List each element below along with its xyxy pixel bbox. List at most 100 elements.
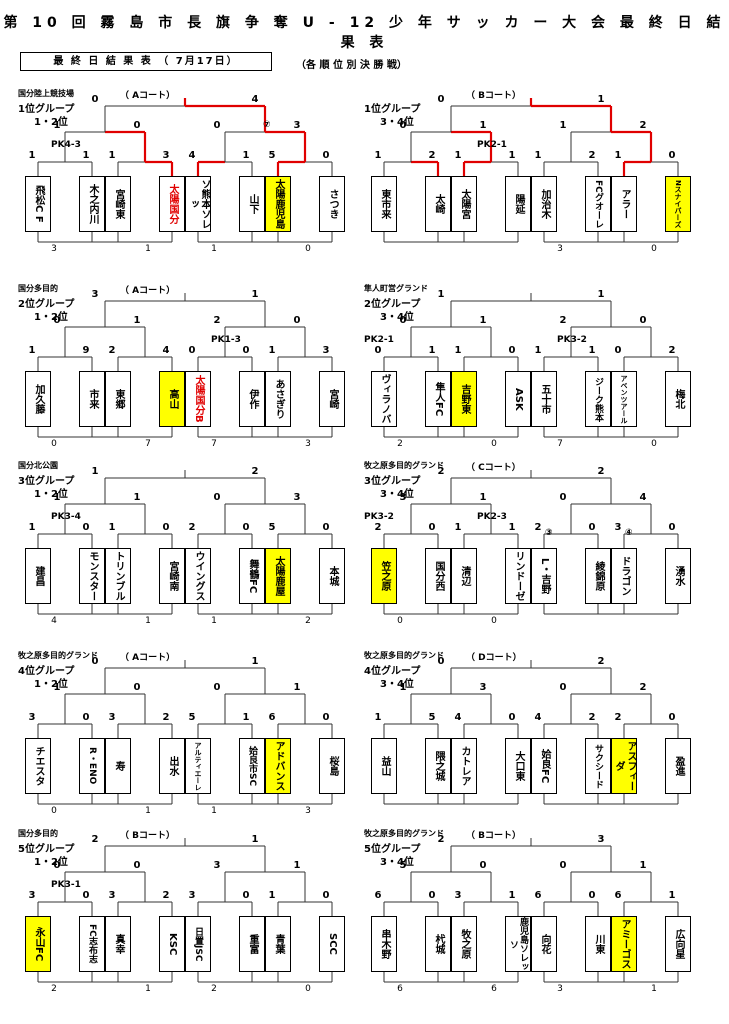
score-round1: 1 xyxy=(268,345,276,356)
group-label: 5位グループ xyxy=(18,844,75,855)
score-consolation: 2 xyxy=(397,439,403,449)
score-round1: 2 xyxy=(614,712,622,723)
score-consolation: 0 xyxy=(651,244,657,254)
venue-label: 国分多目的 xyxy=(18,284,58,293)
score-round1: 0 xyxy=(374,345,382,356)
score-semifinal: 1 xyxy=(479,315,487,326)
score-semifinal: 4 xyxy=(639,492,647,503)
bracket-lines xyxy=(37,470,333,615)
page-title: 第 10 回 霧 島 市 長 旗 争 奪 U - 12 少 年 サ ッ カ ー … xyxy=(3,15,726,51)
team-box: FC志布志 xyxy=(79,916,105,972)
score-consolation: 0 xyxy=(305,244,311,254)
team-box: FCグオーレ xyxy=(585,176,611,232)
team-box: 宮崎 xyxy=(319,371,345,427)
score-consolation: 6 xyxy=(491,984,497,994)
team-box: 重富 xyxy=(239,916,265,972)
team-box: 太陽鹿児島 xyxy=(265,176,291,232)
bracket-lines xyxy=(37,293,333,438)
score-round1: 1 xyxy=(508,522,516,533)
score-final: 2 xyxy=(251,466,259,477)
bracket-lines xyxy=(37,660,333,805)
score-consolation: 1 xyxy=(211,244,217,254)
score-consolation: 1 xyxy=(211,806,217,816)
score-round1: 1 xyxy=(268,890,276,901)
score-semifinal: 0 xyxy=(213,492,221,503)
court-label: （ Aコート） xyxy=(120,653,176,663)
score-round1: 6 xyxy=(268,712,276,723)
score-round1: 3 xyxy=(108,890,116,901)
rank-label: 1・2位 xyxy=(34,117,68,128)
score-round1: 6 xyxy=(374,890,382,901)
score-round1: 2 xyxy=(374,522,382,533)
team-box: アミーゴス xyxy=(611,916,637,972)
team-box: L・吉野 xyxy=(531,548,557,604)
team-box: 本城 xyxy=(319,548,345,604)
score-round1: 1 xyxy=(454,150,462,161)
venue-label: 国分北公園 xyxy=(18,461,58,470)
score-round1: 3 xyxy=(614,522,622,533)
team-box: 高山 xyxy=(159,371,185,427)
score-semifinal: 3 xyxy=(479,682,487,693)
score-round1: 5 xyxy=(188,712,196,723)
team-box: 太陽国分B xyxy=(185,371,211,427)
pk-label: PK2-3 xyxy=(477,512,507,522)
score-consolation: 0 xyxy=(51,439,57,449)
score-round1: 2 xyxy=(428,150,436,161)
court-label: （ Bコート） xyxy=(466,91,521,101)
score-round1: 0 xyxy=(242,890,250,901)
team-box: 日置JSC xyxy=(185,916,211,972)
score-consolation: 3 xyxy=(51,244,57,254)
team-box: トリンブル xyxy=(105,548,131,604)
team-box: 桜島 xyxy=(319,738,345,794)
rank-label: 3・4位 xyxy=(380,857,414,868)
score-semifinal: 0 xyxy=(399,315,407,326)
score-round1: 1 xyxy=(28,522,36,533)
team-box: SCC xyxy=(319,916,345,972)
score-semifinal: 1 xyxy=(53,492,61,503)
score-round1: 1 xyxy=(534,345,542,356)
team-box: モンスター xyxy=(79,548,105,604)
score-round1: 3 xyxy=(454,890,462,901)
score-round1: 1 xyxy=(454,522,462,533)
score-consolation: 1 xyxy=(145,806,151,816)
score-round1: 3 xyxy=(188,890,196,901)
rank-label: 1・2位 xyxy=(34,679,68,690)
score-semifinal: 2 xyxy=(559,315,567,326)
score-final: 2 xyxy=(437,466,445,477)
pk-label: PK2-1 xyxy=(477,140,507,150)
team-box: 出水 xyxy=(159,738,185,794)
team-box: ヴィラノバ xyxy=(371,371,397,427)
score-consolation: 1 xyxy=(211,616,217,626)
bracket-lines xyxy=(383,470,679,615)
score-consolation: 3 xyxy=(305,439,311,449)
pk-label: PK4-3 xyxy=(51,140,81,150)
team-box: アスフィーダ xyxy=(611,738,637,794)
team-box: 姶良FC xyxy=(531,738,557,794)
team-box: 太陽宮 xyxy=(451,176,477,232)
team-box: ウイングス xyxy=(185,548,211,604)
score-round1: 0 xyxy=(614,345,622,356)
team-box: 鹿児島ソレッソ xyxy=(505,916,531,972)
score-round1: 3 xyxy=(108,712,116,723)
venue-label: 国分多目的 xyxy=(18,829,58,838)
team-box: 隼人FC xyxy=(425,371,451,427)
score-semifinal: 2 xyxy=(639,120,647,131)
venue-label: 牧之原多目的グランド xyxy=(364,461,444,470)
score-consolation: 2 xyxy=(51,984,57,994)
team-box: 加治木 xyxy=(531,176,557,232)
score-round1: 5 xyxy=(268,522,276,533)
court-label: （ Aコート） xyxy=(120,91,176,101)
rank-label: 3・4位 xyxy=(380,312,414,323)
score-consolation: 2 xyxy=(305,616,311,626)
venue-label: 国分陸上競技場 xyxy=(18,89,74,98)
score-final: 0 xyxy=(437,656,445,667)
score-semifinal: 0 xyxy=(133,860,141,871)
team-box: 国分西 xyxy=(425,548,451,604)
score-semifinal: 1 xyxy=(639,860,647,871)
team-box: 舞鶴FC xyxy=(239,548,265,604)
score-round1: 1 xyxy=(374,150,382,161)
score-round1: 0 xyxy=(242,522,250,533)
